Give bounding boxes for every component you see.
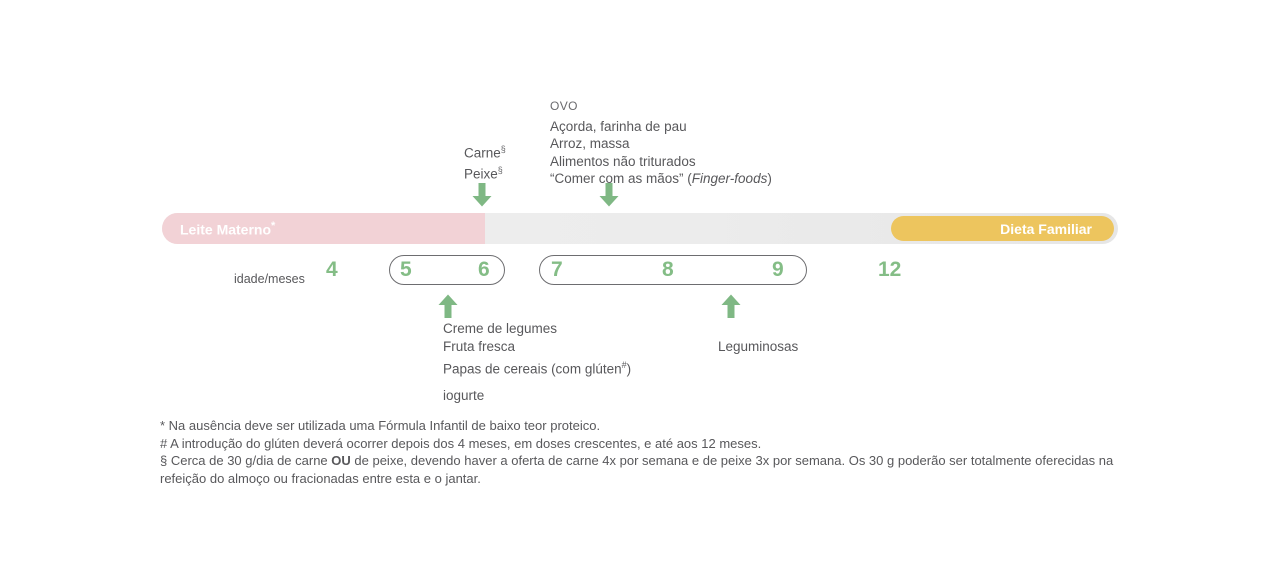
age-mark-8: 8 [662, 258, 674, 281]
footnote-asterisk: * Na ausência deve ser utilizada uma Fór… [160, 418, 601, 433]
age-axis-label: idade/meses [234, 272, 305, 286]
age-mark-9: 9 [772, 258, 784, 281]
age-mark-4: 4 [326, 258, 338, 281]
annotation-text: Leguminosas [718, 339, 799, 354]
footnote-hash: # A introdução do glúten deverá ocorrer … [160, 435, 762, 451]
annotation-line: Peixe§ [464, 162, 506, 183]
annotation-line: iogurte [443, 387, 631, 405]
annotation-text: Creme de legumes [443, 321, 558, 336]
family-diet-label: Dieta Familiar [1000, 220, 1092, 237]
vegetables-fruit-annotation: Creme de legumes Fruta fresca Papas de c… [443, 320, 631, 405]
footnote-section: § Cerca de 30 g/dia de carne OU de peixe… [160, 452, 1140, 487]
annotation-text: Arroz, massa [550, 136, 630, 151]
footnote-section-emphasis: OU [331, 453, 351, 468]
annotation-text: Fruta fresca [443, 339, 516, 354]
annotation-line: Leguminosas [718, 338, 798, 356]
age-capsule-5-6 [389, 255, 505, 285]
footnote-section-part1: § Cerca de 30 g/dia de carne [160, 453, 332, 468]
annotation-text: Açorda, farinha de pau [550, 118, 687, 134]
meat-fish-annotation: Carne§ Peixe§ [464, 141, 506, 183]
annotation-text: “Comer com as mãos” ( [550, 171, 692, 186]
annotation-line: Alimentos não triturados [550, 153, 772, 171]
age-mark-6: 6 [478, 258, 490, 281]
annotation-line: Arroz, massa [550, 135, 772, 153]
annotation-text: OVO [550, 99, 578, 113]
footnote-marker: # [621, 360, 627, 370]
annotation-line: Fruta fresca [443, 338, 631, 356]
age-mark-7: 7 [551, 258, 563, 281]
up-arrow-icon [437, 294, 459, 318]
down-arrow-icon [471, 183, 493, 207]
annotation-text: Papas de cereais (com glúten [443, 361, 622, 377]
up-arrow-icon [720, 294, 742, 318]
annotation-text-end: ) [767, 171, 772, 186]
footnote-marker: § [500, 144, 506, 154]
age-mark-12: 12 [878, 258, 902, 281]
legumes-annotation: Leguminosas [718, 338, 798, 356]
age-capsule-7-9 [539, 255, 807, 285]
annotation-text-end: ) [626, 361, 632, 377]
footnote-marker: § [497, 165, 503, 175]
breast-milk-label: Leite Materno* [180, 219, 276, 238]
annotation-line: Papas de cereais (com glúten#) [443, 356, 631, 379]
age-mark-5: 5 [400, 258, 412, 281]
annotation-line: Creme de legumes [443, 320, 631, 338]
annotation-text: Carne [464, 145, 501, 161]
annotation-text: Peixe [464, 166, 498, 182]
family-diet-segment: Dieta Familiar [891, 216, 1114, 241]
annotation-text: iogurte [443, 387, 485, 403]
annotation-line: Açorda, farinha de pau [550, 118, 772, 136]
down-arrow-icon [598, 183, 620, 207]
timeline-track: Leite Materno* Dieta Familiar [162, 213, 1118, 244]
annotation-text: Alimentos não triturados [550, 153, 696, 169]
annotation-line: Carne§ [464, 141, 506, 162]
egg-solids-annotation: OVO Açorda, farinha de pau Arroz, massa … [550, 98, 772, 188]
annotation-line: OVO [550, 98, 772, 116]
footnote-marker: * [271, 219, 276, 232]
footnotes-block: * Na ausência deve ser utilizada uma Fór… [160, 417, 1140, 487]
breast-milk-segment: Leite Materno* [162, 213, 485, 244]
footnote-section-part2: de peixe, devendo haver a oferta de carn… [160, 453, 1114, 486]
annotation-emphasis: Finger-foods [691, 171, 768, 186]
annotation-line: “Comer com as mãos” (Finger-foods) [550, 170, 772, 188]
